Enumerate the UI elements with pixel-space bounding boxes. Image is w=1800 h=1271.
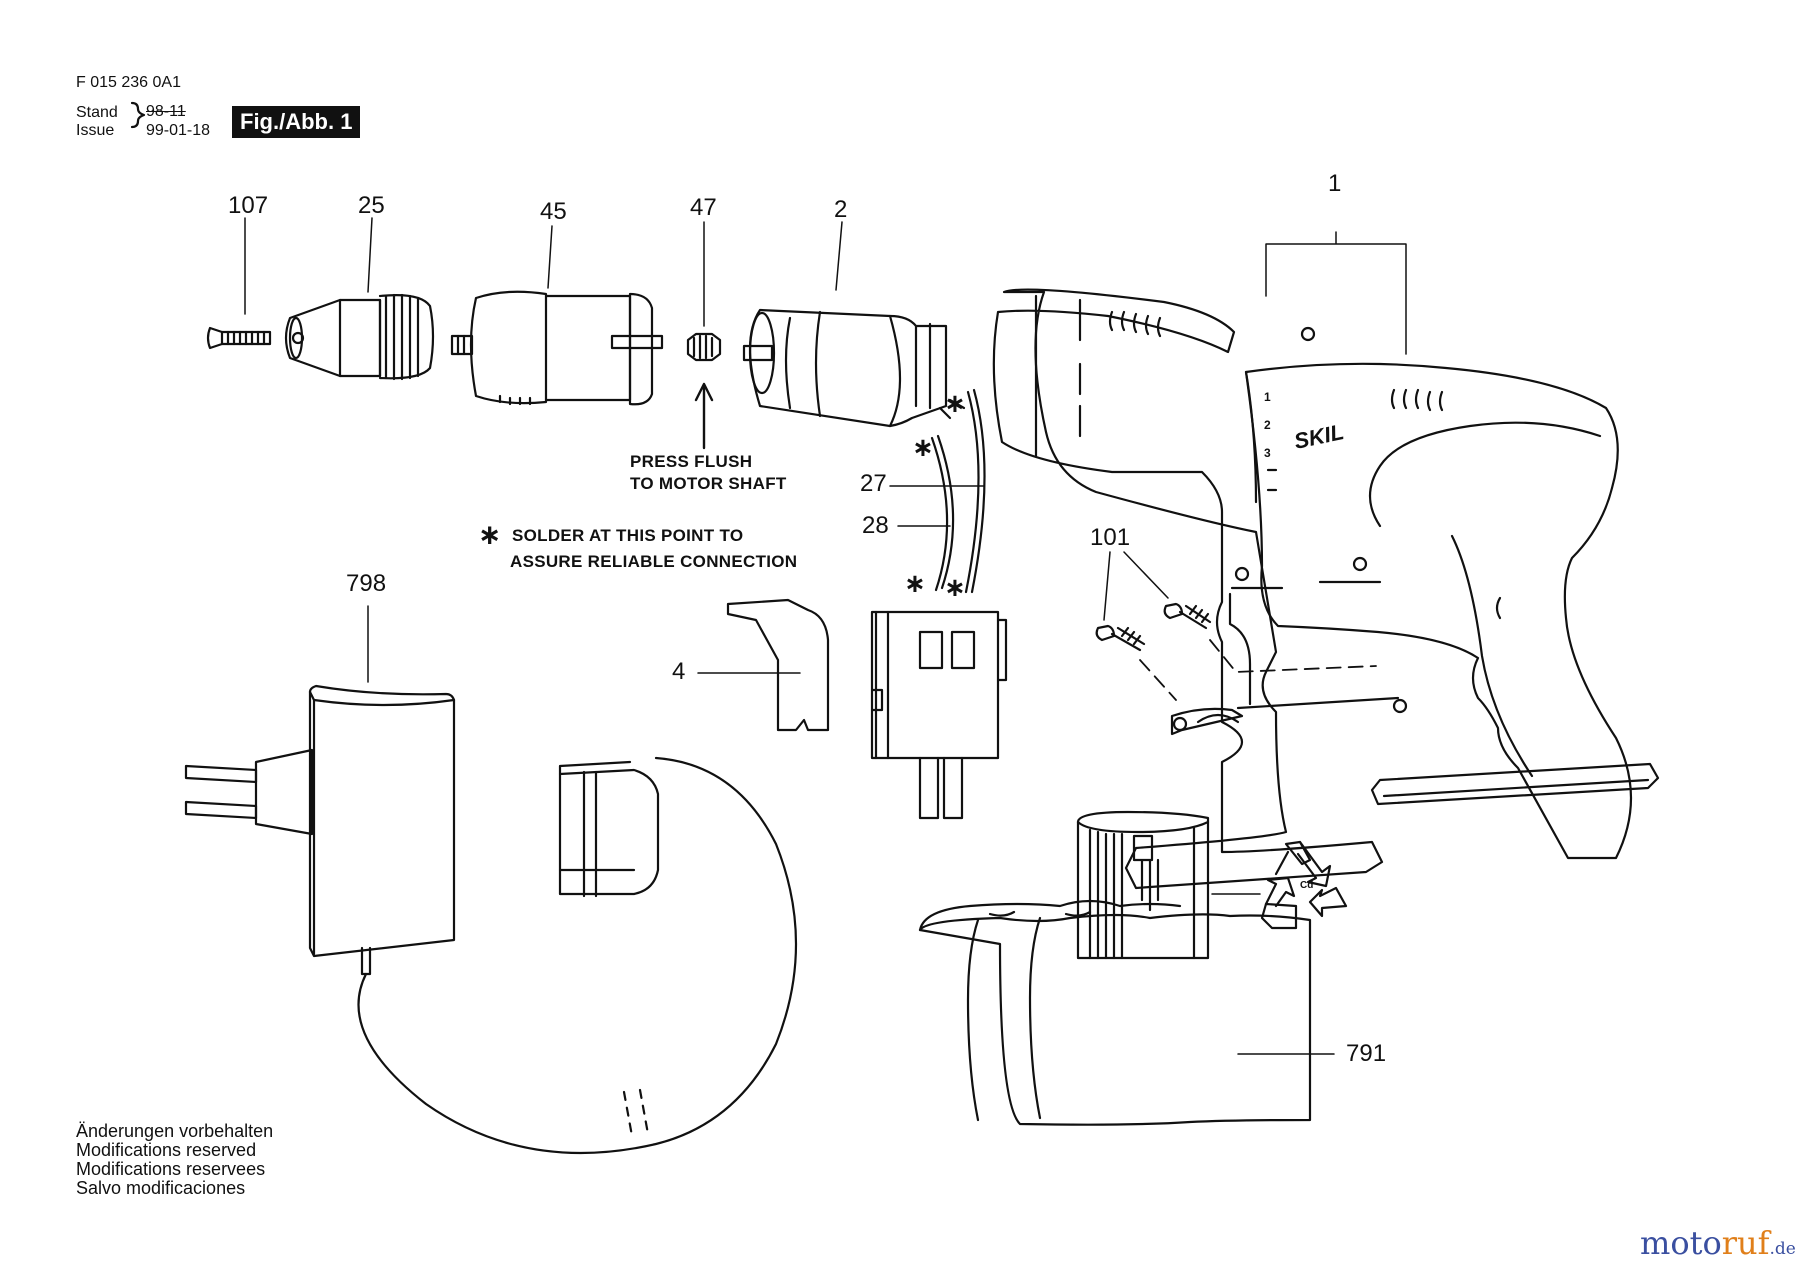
part-number-28: 28 xyxy=(862,512,889,539)
press-flush-note-line1: PRESS FLUSH xyxy=(630,452,753,471)
part-4-switch xyxy=(726,598,1008,820)
solder-point-icon: ∗ xyxy=(944,388,966,418)
part-1-housing xyxy=(992,288,1660,890)
leader-45 xyxy=(547,225,553,289)
solder-note-line2: ASSURE RELIABLE CONNECTION xyxy=(510,552,798,571)
watermark-part3: .de xyxy=(1769,1239,1796,1259)
assembly-path-101 xyxy=(1139,639,1377,701)
footer-line-es: Salvo modificaciones xyxy=(76,1178,246,1198)
issue-label: Issue xyxy=(76,122,115,139)
watermark-part2: ruf xyxy=(1721,1224,1770,1262)
leader-2 xyxy=(835,221,843,291)
part-number-27: 27 xyxy=(860,470,887,497)
press-flush-note-line2: TO MOTOR SHAFT xyxy=(630,474,787,493)
part-number-4: 4 xyxy=(672,658,686,685)
speed-mark-3: 3 xyxy=(1264,446,1271,460)
part-791-battery xyxy=(918,810,1312,1126)
speed-mark-1: 1 xyxy=(1264,390,1271,404)
issue-date: 99-01-18 xyxy=(146,122,211,139)
part-number-798: 798 xyxy=(346,570,387,597)
recycle-icon xyxy=(1260,840,1348,930)
part-107-screw xyxy=(206,326,272,350)
solder-point-icon: ∗ xyxy=(912,432,934,462)
part-101-screws xyxy=(1095,602,1212,652)
part-number-2: 2 xyxy=(834,196,848,223)
part-25-chuck xyxy=(284,293,435,381)
document-number: F 015 236 0A1 xyxy=(76,74,181,91)
part-number-791: 791 xyxy=(1346,1040,1387,1067)
solder-point-icon: ∗ xyxy=(904,568,926,598)
speed-mark-2: 2 xyxy=(1264,418,1271,432)
part-number-101: 101 xyxy=(1090,524,1131,551)
part-number-45: 45 xyxy=(540,198,567,225)
solder-note-line1: SOLDER AT THIS POINT TO xyxy=(512,526,744,545)
footer-line-de: Änderungen vorbehalten xyxy=(76,1121,274,1141)
stand-label: Stand xyxy=(76,104,118,121)
part-798-charger xyxy=(184,684,798,1155)
part-47-pinion xyxy=(686,332,722,362)
part-number-47: 47 xyxy=(690,194,717,221)
figure-label: Fig./Abb. 1 xyxy=(232,106,361,138)
bracket-part-1 xyxy=(1265,231,1407,355)
solder-point-icon: ∗ xyxy=(944,572,966,602)
watermark-part1: moto xyxy=(1640,1224,1722,1262)
stand-date: 98-11 xyxy=(146,103,186,120)
part-number-107: 107 xyxy=(228,192,269,219)
part-2-motor xyxy=(742,308,966,428)
leader-25 xyxy=(367,217,373,293)
charger-connector xyxy=(558,760,660,898)
solder-asterisk-icon: ∗ xyxy=(478,519,502,550)
part-number-1: 1 xyxy=(1328,170,1342,197)
part-45-gearbox xyxy=(450,290,664,406)
wires-27-28 xyxy=(930,388,986,594)
press-flush-arrow xyxy=(694,382,714,450)
watermark-logo: motoruf.de xyxy=(1640,1224,1796,1262)
recycle-label: Cd xyxy=(1300,880,1314,891)
bracket-brace xyxy=(130,101,146,129)
part-number-25: 25 xyxy=(358,192,385,219)
leader-101b xyxy=(1103,551,1111,621)
leader-101a xyxy=(1123,551,1169,599)
footer-line-en: Modifications reserved xyxy=(76,1140,257,1160)
footer-line-fr: Modifications reservees xyxy=(76,1159,266,1179)
